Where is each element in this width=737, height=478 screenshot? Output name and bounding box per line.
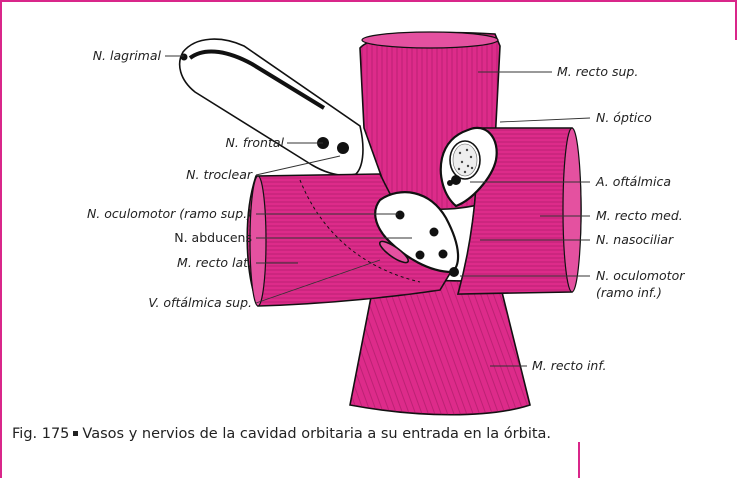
label-n-oculomotor-inf-sub: (ramo inf.) bbox=[596, 285, 662, 300]
frame-right-border bbox=[735, 0, 737, 40]
label-n-lagrimal: N. lagrimal bbox=[93, 48, 162, 63]
label-a-oftalmica: A. oftálmica bbox=[595, 174, 671, 189]
label-n-nasociliar: N. nasociliar bbox=[596, 232, 674, 247]
lacrimal-frontal-sheath bbox=[178, 38, 364, 177]
diagram-labels: N. lagrimal N. frontal N. troclear N. oc… bbox=[87, 48, 685, 373]
label-v-oftalmica-sup: V. oftálmica sup. bbox=[148, 295, 252, 310]
orbit-diagram: N. lagrimal N. frontal N. troclear N. oc… bbox=[87, 31, 685, 416]
optic-nerve-sheath bbox=[439, 126, 498, 208]
rectus-lateral-muscle bbox=[246, 173, 454, 307]
ophthalmic-vein bbox=[378, 240, 410, 264]
frame-bottom-tick bbox=[578, 442, 580, 478]
leader-lines bbox=[165, 55, 591, 367]
troclear-nerve-dot bbox=[337, 142, 349, 154]
frame-top-border bbox=[0, 0, 737, 2]
annulus-pocket bbox=[374, 191, 460, 277]
label-n-troclear: N. troclear bbox=[186, 167, 253, 182]
label-m-recto-sup: M. recto sup. bbox=[557, 64, 638, 79]
label-m-recto-lat: M. recto lat. bbox=[177, 255, 252, 270]
caption-text: Vasos y nervios de la cavidad orbitaria … bbox=[82, 426, 552, 442]
label-m-recto-inf: M. recto inf. bbox=[532, 358, 607, 373]
caption-bullet bbox=[73, 431, 79, 436]
frame-left-border bbox=[0, 0, 2, 478]
caption-fig-number: Fig. 175 bbox=[12, 426, 70, 442]
figure-caption: Fig. 175 Vasos y nervios de la cavidad or… bbox=[12, 426, 551, 442]
label-m-recto-med: M. recto med. bbox=[596, 208, 683, 223]
label-n-optico: N. óptico bbox=[596, 110, 652, 125]
label-n-frontal: N. frontal bbox=[226, 135, 285, 150]
ophthalmic-artery-dot bbox=[451, 175, 461, 185]
label-n-oculomotor-sup: N. oculomotor (ramo sup.) bbox=[87, 206, 252, 221]
label-n-oculomotor-inf: N. oculomotor bbox=[596, 268, 685, 283]
label-n-abducens: N. abducens bbox=[174, 230, 252, 245]
rectus-inferior-muscle bbox=[349, 279, 531, 416]
